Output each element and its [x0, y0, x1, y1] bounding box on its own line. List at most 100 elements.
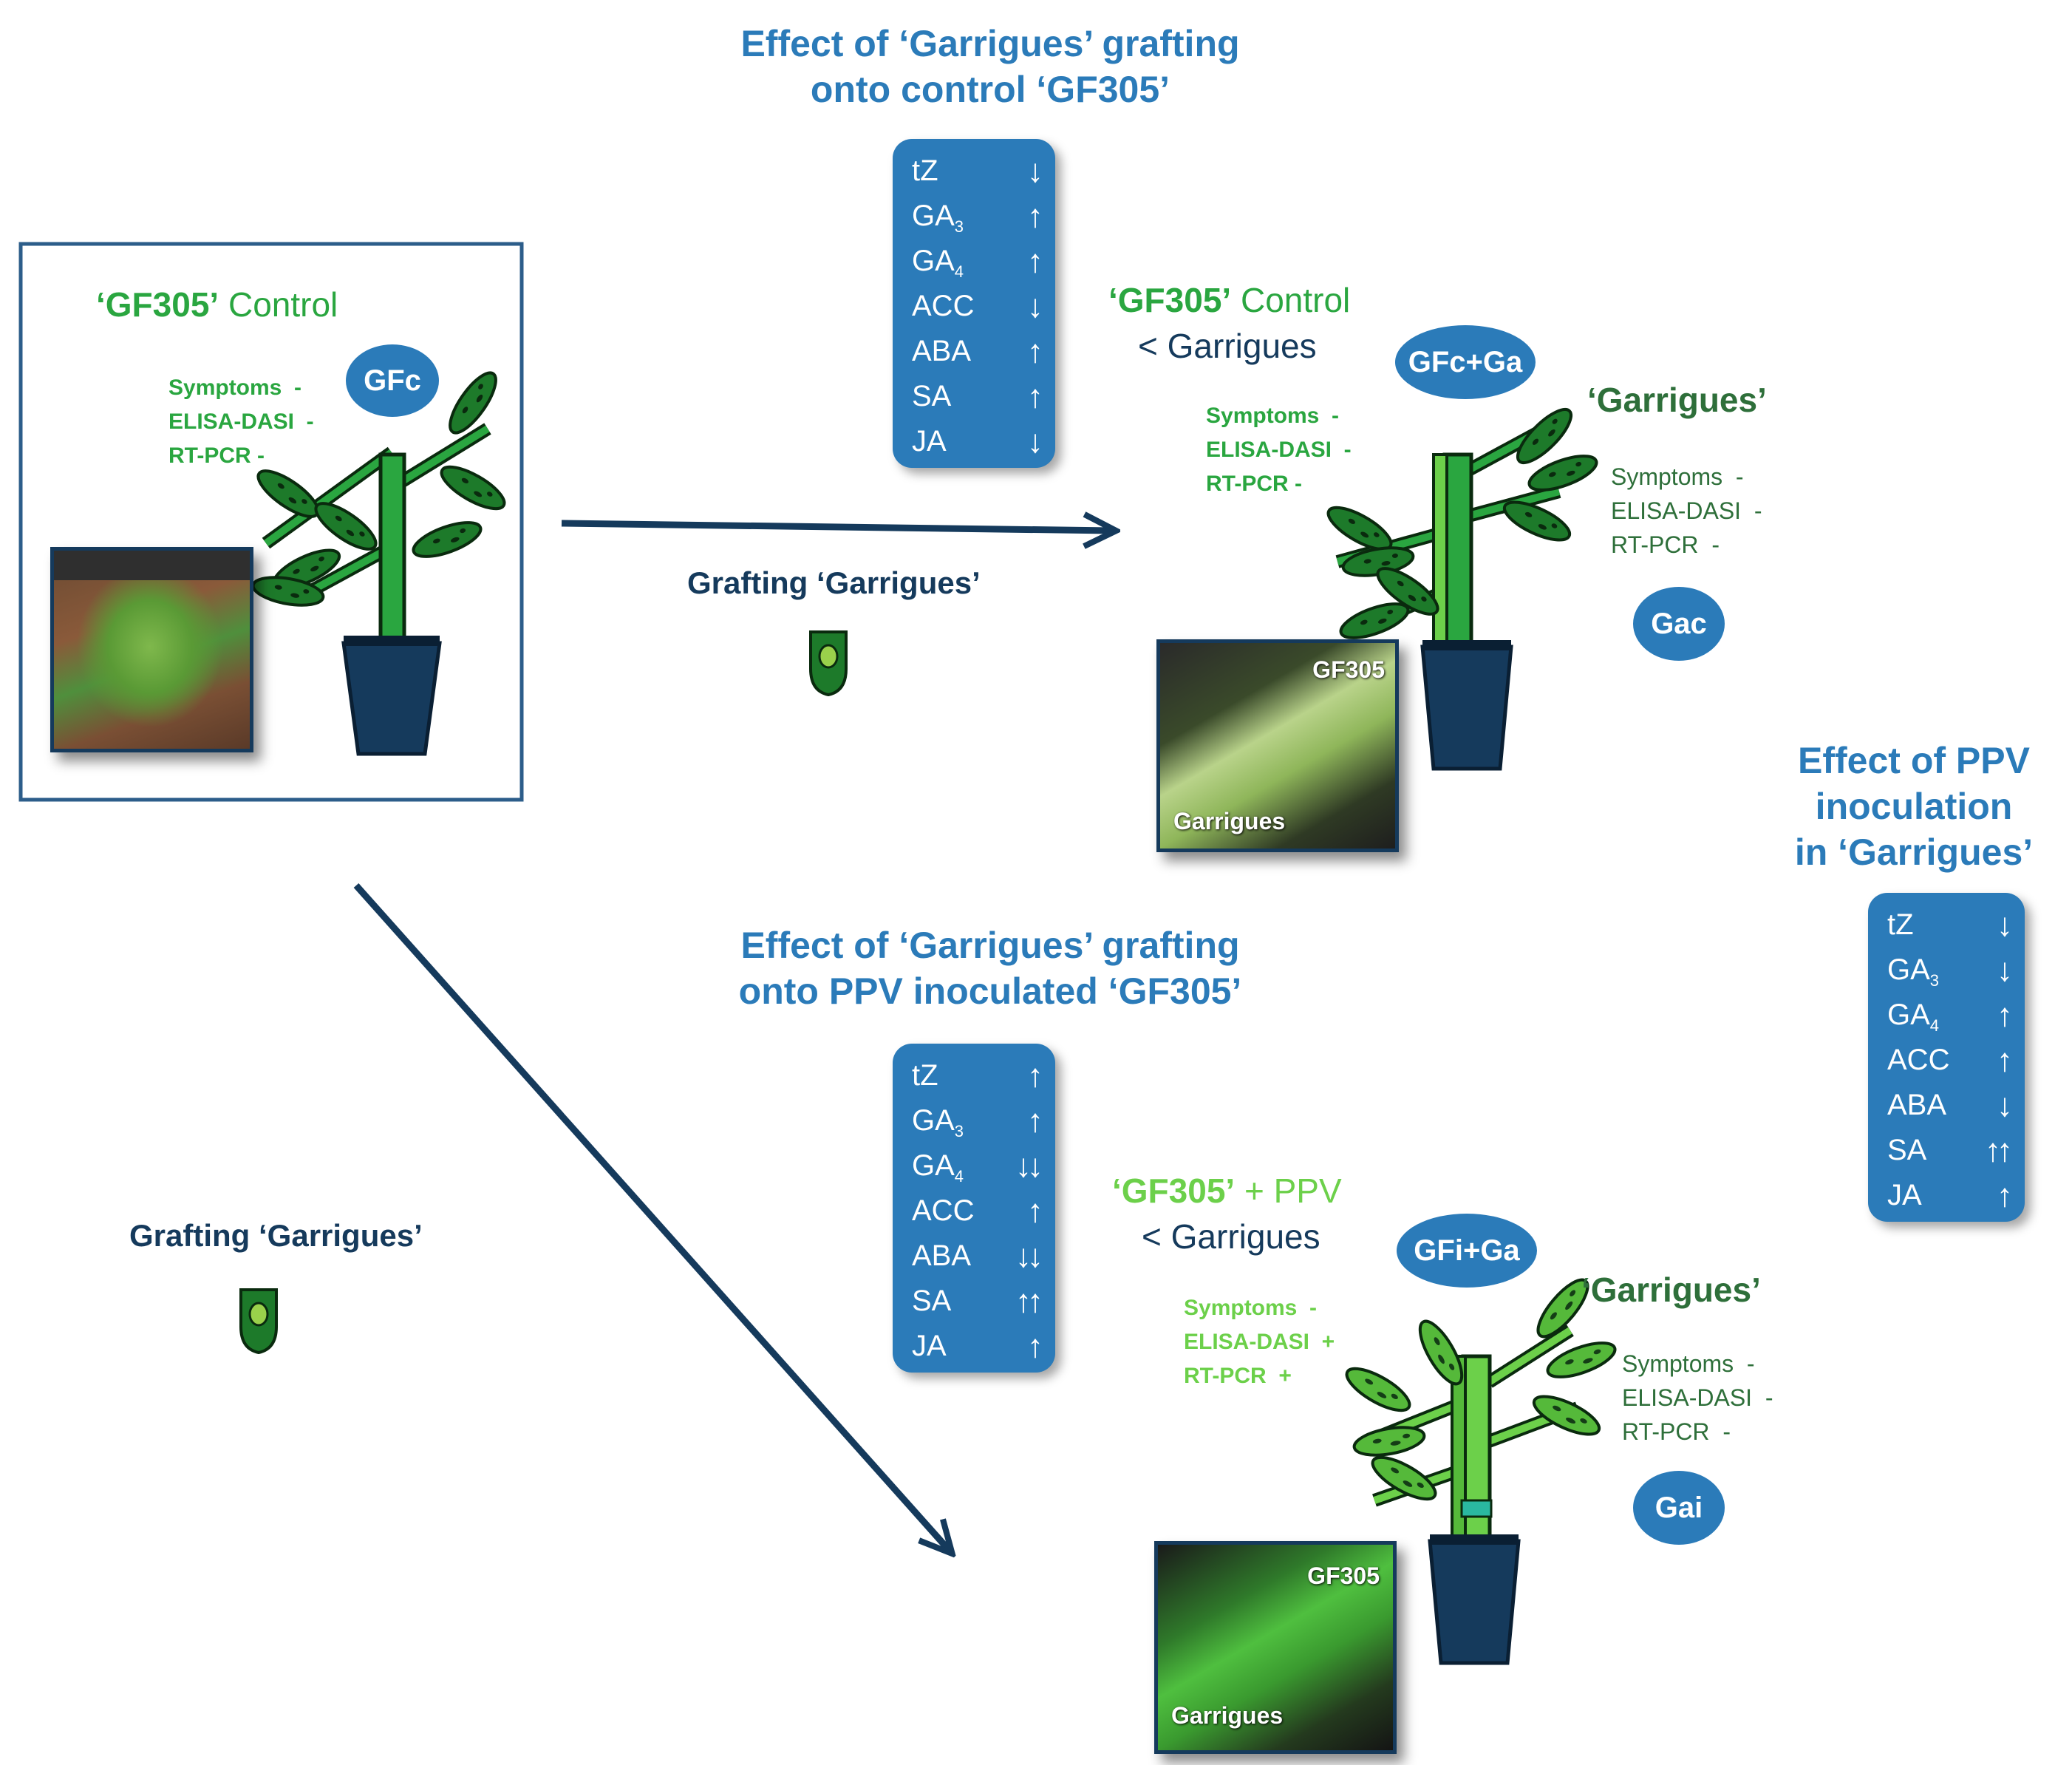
- arrow-down-icon: ↓: [1027, 424, 1043, 460]
- hormone-subscript: 3: [954, 217, 964, 236]
- hormone-name: tZ: [912, 154, 938, 187]
- hormone-row: ACC↑: [912, 1188, 1043, 1234]
- hormone-name: GA: [912, 1104, 955, 1137]
- ppv-graft-title: ‘GF305’ + PPV < Garrigues: [1112, 1168, 1342, 1259]
- arrow-down-icon: ↓: [1027, 288, 1043, 324]
- ppv-graft-title-line: ‘GF305’ + PPV: [1112, 1168, 1342, 1214]
- control-graft-photo-bottom-label: Garrigues: [1173, 808, 1286, 834]
- arrow-up-icon: ↑: [1027, 1058, 1043, 1094]
- hormone-name: JA: [912, 1330, 947, 1362]
- hormone-label: JA: [1887, 1172, 1922, 1219]
- ppv-graft-photo-bottom-label: Garrigues: [1171, 1702, 1284, 1729]
- hormone-label: ABA: [912, 328, 971, 375]
- heading-line: in ‘Garrigues’: [1794, 832, 2034, 873]
- ppv-graft-photo-top-label: GF305: [1307, 1562, 1380, 1589]
- arrow-up-icon: ↑: [1997, 1177, 2013, 1214]
- hormone-label: GA3: [912, 1098, 964, 1144]
- hormone-row: ACC↑: [1887, 1037, 2013, 1084]
- heading-ppv-inoculation: Effect of PPV inoculation in ‘Garrigues’: [1766, 738, 2062, 875]
- hormone-row: ACC ↓: [912, 283, 1043, 330]
- hormone-row: tZ ↓: [912, 148, 1043, 194]
- ppv-graft-photo: GF305 Garrigues: [1154, 1541, 1397, 1754]
- hormone-label: GA4: [912, 1143, 964, 1189]
- hormone-row: SA↑: [912, 373, 1043, 420]
- control-graft-title-line2: < Garrigues: [1138, 327, 1317, 365]
- ppv-graft-oval: GFi+Ga: [1397, 1214, 1537, 1288]
- hormone-row: ABA↓: [1887, 1082, 2013, 1129]
- hormone-name: GA: [912, 1149, 955, 1182]
- arrow-up-icon: ↑: [1027, 1103, 1043, 1139]
- arrow-up-icon: ↑↑: [1015, 1283, 1043, 1319]
- arrow-down-icon: ↓↓: [1015, 1238, 1043, 1274]
- hormone-row: ABA↓↓: [912, 1233, 1043, 1279]
- control-status: Symptoms - ELISA-DASI - RT-PCR -: [168, 375, 314, 468]
- hormone-label: ABA: [1887, 1082, 1946, 1129]
- grafting-label-center: Grafting ‘Garrigues’: [687, 565, 981, 600]
- arrow-up-icon: ↑↑: [1985, 1132, 2013, 1169]
- hormone-name: JA: [912, 425, 947, 458]
- hormone-label: SA: [912, 1278, 951, 1324]
- hormone-row: JA ↑: [1887, 1172, 2013, 1219]
- heading-control-graft: Effect of ‘Garrigues’ grafting onto cont…: [621, 21, 1360, 112]
- hormone-name: ACC: [912, 290, 975, 322]
- hormone-name: tZ: [912, 1059, 938, 1092]
- heading-ppv-graft: Effect of ‘Garrigues’ grafting onto PPV …: [621, 922, 1360, 1014]
- hormone-row: GA4 ↓↓: [912, 1143, 1043, 1189]
- hormone-name: GA: [1887, 999, 1930, 1031]
- hormone-label: tZ: [1887, 902, 1914, 948]
- hormone-label: tZ: [912, 148, 938, 194]
- hormone-name: GA: [1887, 953, 1930, 986]
- hormone-panel-ppv-inoculation: tZ↓GA3↓GA4↑ACC↑ABA↓SA↑↑JA↑: [1868, 893, 2025, 1222]
- arrow-down-icon: ↓: [1027, 153, 1043, 189]
- hormone-row: JA↑: [912, 1323, 1043, 1370]
- hormone-row: tZ ↑: [912, 1052, 1043, 1099]
- ppv-graft-title-rest: + PPV: [1235, 1171, 1342, 1210]
- heading-line: onto PPV inoculated ‘GF305’: [738, 970, 1242, 1012]
- hormone-row: GA4↑: [1887, 992, 2013, 1038]
- hormone-label: GA4: [912, 238, 964, 285]
- grafting-label-left: Grafting ‘Garrigues’: [129, 1218, 423, 1253]
- control-graft-stock-status: Symptoms - ELISA-DASI - RT-PCR -: [1206, 404, 1352, 496]
- control-photo: [50, 547, 253, 752]
- hormone-name: GA: [912, 200, 955, 232]
- hormone-label: JA: [912, 1323, 947, 1370]
- arrow-up-icon: ↑: [1027, 243, 1043, 279]
- ppv-graft-scion-oval: Gai: [1633, 1471, 1725, 1545]
- hormone-label: SA: [912, 373, 951, 420]
- hormone-subscript: 4: [954, 262, 964, 281]
- hormone-subscript: 3: [954, 1122, 964, 1140]
- arrow-up-icon: ↑: [1027, 198, 1043, 234]
- hormone-row: SA ↑↑: [912, 1278, 1043, 1324]
- arrow-to-ppv-graft: [353, 883, 950, 1551]
- hormone-label: tZ: [912, 1052, 938, 1099]
- hormone-label: GA4: [1887, 992, 1939, 1038]
- ppv-graft-scion-status: Symptoms - ELISA-DASI - RT-PCR -: [1622, 1350, 1773, 1445]
- hormone-label: ACC: [912, 283, 974, 330]
- arrow-to-control-graft: [561, 523, 1112, 531]
- control-title: ‘GF305’ Control: [96, 285, 338, 324]
- plant-control-graft-icon: [1320, 402, 1602, 771]
- plant-ppv-graft-icon: [1339, 1271, 1621, 1665]
- control-graft-title-bold: ‘GF305’: [1108, 281, 1232, 319]
- arrow-down-icon: ↓: [1997, 952, 2013, 988]
- control-graft-photo: GF305 Garrigues: [1156, 639, 1399, 852]
- arrow-up-icon: ↑: [1997, 1042, 2013, 1078]
- control-graft-scion-status: Symptoms - ELISA-DASI - RT-PCR -: [1611, 463, 1762, 558]
- hormone-row: GA4 ↑: [912, 238, 1043, 285]
- hormone-name: GA: [912, 245, 955, 277]
- heading-line: Effect of ‘Garrigues’ grafting: [740, 23, 1240, 64]
- plant-control-icon: [249, 364, 512, 756]
- hormone-row: tZ ↓: [1887, 902, 2013, 948]
- hormone-row: GA3 ↑: [912, 1098, 1043, 1144]
- ppv-graft-title-line2: < Garrigues: [1142, 1217, 1320, 1256]
- hormone-label: JA: [912, 418, 947, 465]
- control-graft-title-line: ‘GF305’ Control: [1108, 277, 1350, 323]
- arrow-down-icon: ↓↓: [1015, 1148, 1043, 1184]
- ppv-graft-title-bold: ‘GF305’: [1112, 1171, 1236, 1210]
- control-graft-scion-oval: Gac: [1633, 587, 1725, 661]
- hormone-row: GA3↓: [1887, 947, 2013, 993]
- control-frame: [18, 242, 524, 802]
- arrow-down-icon: ↓: [1997, 907, 2013, 943]
- hormone-name: ABA: [1887, 1089, 1947, 1121]
